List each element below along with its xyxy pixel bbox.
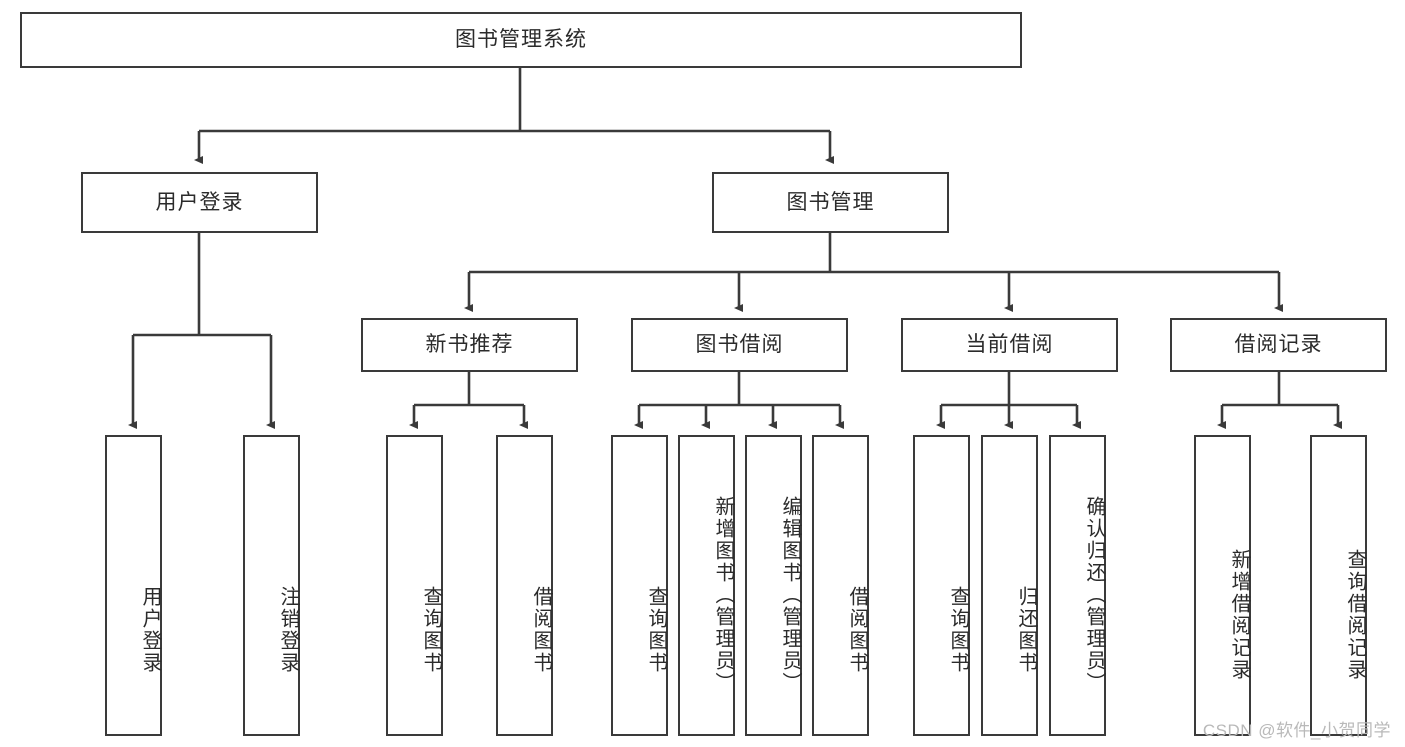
node-leaf-edit-book-label: 编辑图书（管理员） xyxy=(779,495,801,694)
node-book-borrow-label: 图书借阅 xyxy=(695,333,784,357)
node-leaf-user-login[interactable]: 用户登录 xyxy=(105,435,162,736)
node-leaf-query-record[interactable]: 查询借阅记录 xyxy=(1310,435,1367,736)
node-borrow-record-label: 借阅记录 xyxy=(1234,333,1323,357)
node-leaf-query-book-2-label: 查询图书 xyxy=(645,585,667,674)
node-leaf-borrow-book-1[interactable]: 借阅图书 xyxy=(496,435,553,736)
node-leaf-add-record[interactable]: 新增借阅记录 xyxy=(1194,435,1251,736)
node-leaf-query-book-3-label: 查询图书 xyxy=(947,585,969,674)
node-user-login[interactable]: 用户登录 xyxy=(81,172,318,233)
node-leaf-user-login-label: 用户登录 xyxy=(139,585,161,674)
node-leaf-borrow-book-1-label: 借阅图书 xyxy=(530,585,552,674)
node-leaf-query-book-1-label: 查询图书 xyxy=(420,585,442,674)
node-leaf-confirm-return[interactable]: 确认归还（管理员） xyxy=(1049,435,1106,736)
node-current-borrow-label: 当前借阅 xyxy=(965,333,1054,357)
node-leaf-return-book[interactable]: 归还图书 xyxy=(981,435,1038,736)
node-leaf-query-book-2[interactable]: 查询图书 xyxy=(611,435,668,736)
node-book-borrow[interactable]: 图书借阅 xyxy=(631,318,848,372)
node-leaf-query-record-label: 查询借阅记录 xyxy=(1344,548,1366,681)
node-leaf-add-record-label: 新增借阅记录 xyxy=(1228,548,1250,681)
node-leaf-query-book-3[interactable]: 查询图书 xyxy=(913,435,970,736)
node-root-label: 图书管理系统 xyxy=(455,28,587,52)
node-user-login-label: 用户登录 xyxy=(155,190,244,214)
node-leaf-query-book-1[interactable]: 查询图书 xyxy=(386,435,443,736)
node-book-manage-label: 图书管理 xyxy=(786,190,875,214)
node-leaf-add-book-label: 新增图书（管理员） xyxy=(712,495,734,694)
node-leaf-logout[interactable]: 注销登录 xyxy=(243,435,300,736)
node-borrow-record[interactable]: 借阅记录 xyxy=(1170,318,1387,372)
node-leaf-logout-label: 注销登录 xyxy=(277,585,299,674)
node-leaf-confirm-return-label: 确认归还（管理员） xyxy=(1083,495,1105,694)
node-current-borrow[interactable]: 当前借阅 xyxy=(901,318,1118,372)
node-leaf-edit-book[interactable]: 编辑图书（管理员） xyxy=(745,435,802,736)
node-book-manage[interactable]: 图书管理 xyxy=(712,172,949,233)
node-leaf-add-book[interactable]: 新增图书（管理员） xyxy=(678,435,735,736)
node-new-book-rec[interactable]: 新书推荐 xyxy=(361,318,578,372)
watermark: CSDN @软件_小贺同学 xyxy=(1202,721,1391,740)
node-leaf-borrow-book-2-label: 借阅图书 xyxy=(846,585,868,674)
node-leaf-return-book-label: 归还图书 xyxy=(1015,585,1037,674)
node-new-book-rec-label: 新书推荐 xyxy=(425,333,514,357)
node-leaf-borrow-book-2[interactable]: 借阅图书 xyxy=(812,435,869,736)
node-root[interactable]: 图书管理系统 xyxy=(20,12,1022,68)
